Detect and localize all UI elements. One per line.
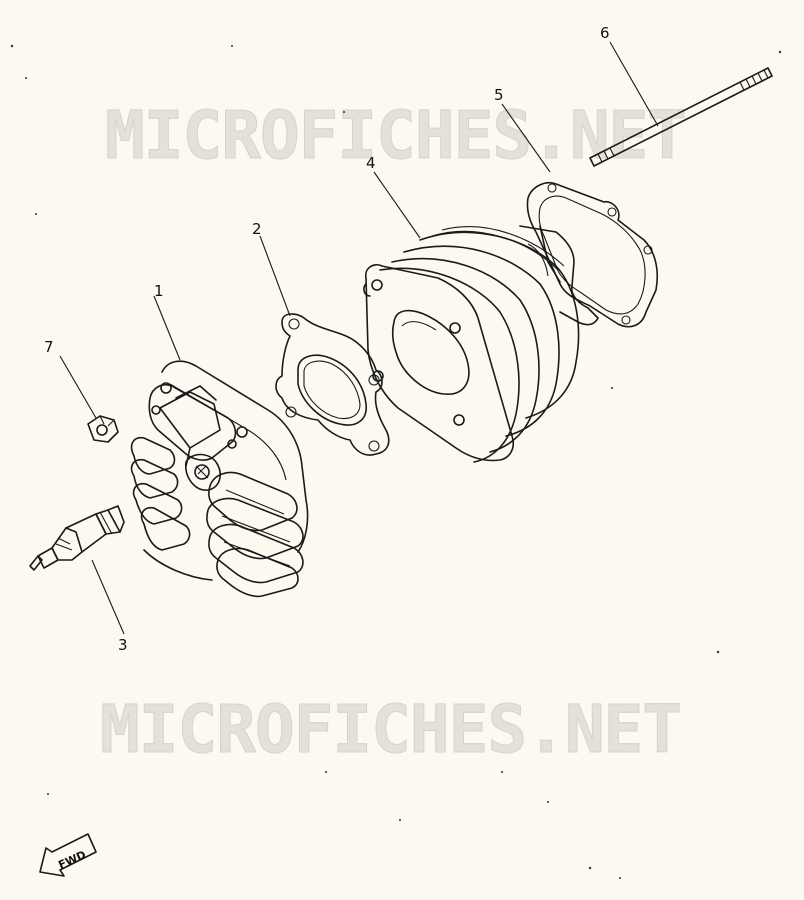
- callout-5: 5: [494, 86, 504, 104]
- watermark-top: MICROFICHES.NET: [105, 97, 686, 174]
- part-3-spark-plug: [29, 505, 125, 571]
- watermark-bottom: MICROFICHES.NET: [100, 691, 681, 768]
- fwd-label: FWD: [56, 848, 88, 872]
- part-1-cylinder-head: [130, 360, 309, 598]
- callout-4: 4: [366, 154, 376, 172]
- part-7-nut: [87, 415, 119, 443]
- callout-2: 2: [252, 220, 262, 238]
- part-2-head-gasket: [275, 313, 390, 456]
- leader-lines: [59, 41, 659, 635]
- callout-7: 7: [44, 338, 54, 356]
- callout-3: 3: [118, 636, 128, 654]
- fwd-arrow-icon: FWD: [39, 833, 97, 877]
- callout-1: 1: [154, 282, 164, 300]
- part-4-cylinder: [363, 225, 599, 463]
- scan-specks: [10, 44, 782, 879]
- callout-6: 6: [600, 24, 610, 42]
- part-6-stud-bolt: [589, 67, 773, 167]
